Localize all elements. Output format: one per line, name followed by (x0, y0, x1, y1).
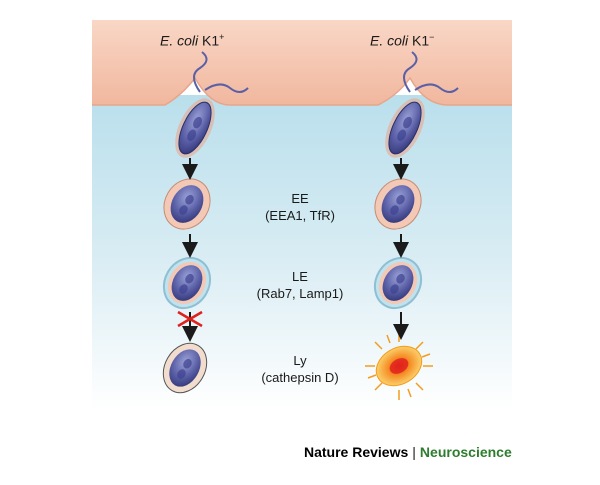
vacuole-ly-left (162, 342, 208, 394)
vacuole-le-right (373, 256, 423, 310)
vacuole-ee-left (163, 178, 211, 230)
strain-name-left: E. coli (160, 32, 199, 49)
flagellum-right-1 (403, 51, 418, 93)
strain-suffix-right: K1 (412, 32, 430, 49)
journal-credit: Nature Reviews|Neuroscience (304, 444, 512, 460)
vacuole-le-left (162, 256, 212, 310)
stage-abbr: EE (291, 191, 309, 206)
stage-abbr: Ly (293, 353, 307, 368)
vacuole-ee-right (374, 178, 422, 230)
strain-label-right: E. coli K1− (370, 32, 434, 49)
flagellum-left-2 (204, 83, 249, 93)
strain-sup-right: − (429, 32, 435, 42)
blocked-cross (177, 310, 203, 328)
membrane-edge (92, 76, 512, 106)
strain-label-left: E. coli K1+ (160, 32, 224, 49)
journal-section: Neuroscience (419, 444, 512, 460)
stage-markers: (cathepsin D) (261, 370, 339, 385)
bacterium-entering-left (175, 98, 215, 158)
stage-label-ly: Ly (cathepsin D) (200, 352, 400, 386)
cytoplasm (92, 95, 512, 410)
stage-label-ee: EE (EEA1, TfR) (200, 190, 400, 224)
stage-abbr: LE (292, 269, 308, 284)
journal-separator: | (412, 444, 416, 460)
flagellum-left-1 (193, 51, 208, 93)
journal-name: Nature Reviews (304, 444, 409, 460)
strain-sup-left: + (219, 32, 225, 42)
strain-name-right: E. coli (370, 32, 409, 49)
bacterium-entering-right (385, 98, 425, 158)
strain-suffix-left: K1 (202, 32, 220, 49)
stage-markers: (Rab7, Lamp1) (256, 286, 344, 301)
degraded-bacterium-burst (365, 332, 433, 400)
stage-label-le: LE (Rab7, Lamp1) (200, 268, 400, 302)
stage-markers: (EEA1, TfR) (265, 208, 335, 223)
host-cell-membrane (92, 20, 512, 105)
flagellum-right-2 (414, 83, 459, 93)
